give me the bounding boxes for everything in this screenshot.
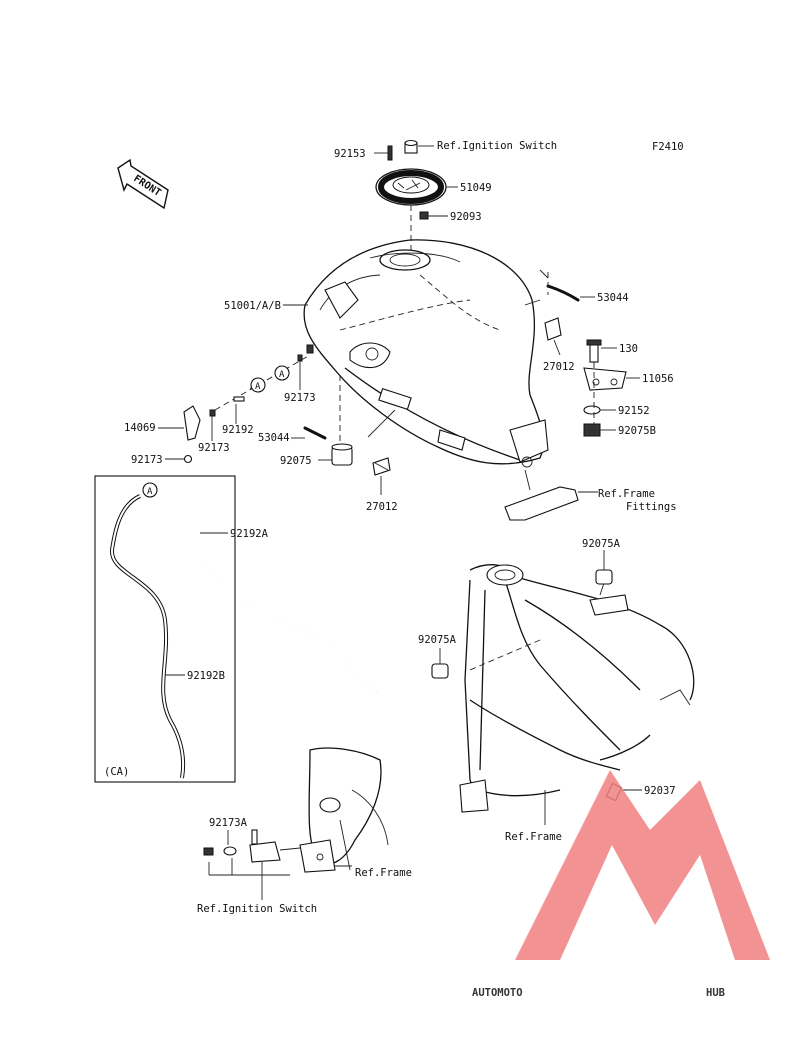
mount-hardware-right: [583, 339, 640, 437]
label-14069: 14069: [124, 422, 156, 434]
label-92037: 92037: [644, 785, 676, 797]
watermark-text-hub: HUB: [706, 987, 725, 999]
label-ref-ignition-switch-top: Ref.Ignition Switch: [437, 140, 557, 152]
label-ref-frame-bottom: Ref.Frame: [355, 867, 412, 879]
label-92075a-top: 92075A: [582, 538, 621, 550]
label-92093: 92093: [450, 211, 482, 223]
frame-fittings-bracket: [504, 469, 598, 521]
circle-a-marker-3: [142, 482, 158, 498]
label-92173-low: 92173: [198, 442, 230, 454]
label-92152: 92152: [618, 405, 650, 417]
label-27012-low: 27012: [366, 501, 398, 513]
watermark-text-automoto: AUTOMOTO: [472, 987, 523, 999]
label-ref-frame-fittings-2: Fittings: [626, 501, 677, 513]
label-51049: 51049: [460, 182, 492, 194]
label-92173-left: 92173: [131, 454, 163, 466]
label-ca: (CA): [104, 766, 129, 778]
part-53044-top: [546, 272, 595, 302]
label-92192: 92192: [222, 424, 254, 436]
label-92075: 92075: [280, 455, 312, 467]
label-92192a: 92192A: [230, 528, 269, 540]
front-arrow-icon: FRONT: [117, 158, 169, 210]
label-92075a-mid: 92075A: [418, 634, 457, 646]
label-92173a: 92173A: [209, 817, 248, 829]
label-11056: 11056: [642, 373, 674, 385]
label-27012-mid: 27012: [543, 361, 575, 373]
fuel-tank: [303, 239, 549, 468]
motorcycle-frame: [459, 564, 695, 813]
ignition-switch-hardware: [203, 829, 352, 900]
label-92192b: 92192B: [187, 670, 225, 682]
label-ref-ignition-switch-bottom: Ref.Ignition Switch: [197, 903, 317, 915]
label-92075b: 92075B: [618, 425, 656, 437]
automotohub-watermark-logo: AUTOMOTO HUB: [472, 770, 770, 999]
label-ref-frame-fittings-1: Ref.Frame: [598, 488, 655, 500]
circle-a-label-2: A: [279, 370, 285, 380]
part-27012-mid: [544, 317, 562, 356]
label-53044-top: 53044: [597, 292, 629, 304]
callout-leaders-top: [374, 145, 458, 250]
circle-a-label-1: A: [255, 382, 261, 392]
label-92173-mid: 92173: [284, 392, 316, 404]
lower-frame-section: [299, 747, 389, 873]
circle-a-marker-1: [250, 377, 266, 393]
vent-hose-assembly: [183, 344, 379, 693]
label-92153: 92153: [334, 148, 366, 160]
ca-variant-box: [94, 475, 236, 783]
circle-a-label-3: A: [147, 487, 153, 497]
figure-code: F2410: [652, 141, 684, 153]
label-53044-low: 53044: [258, 432, 290, 444]
label-51001-a-b: 51001/A/B: [224, 300, 281, 312]
tank-damper-parts: [291, 375, 396, 495]
label-130: 130: [619, 343, 638, 355]
label-ref-frame-right: Ref.Frame: [505, 831, 562, 843]
circle-a-marker-2: [274, 365, 290, 381]
